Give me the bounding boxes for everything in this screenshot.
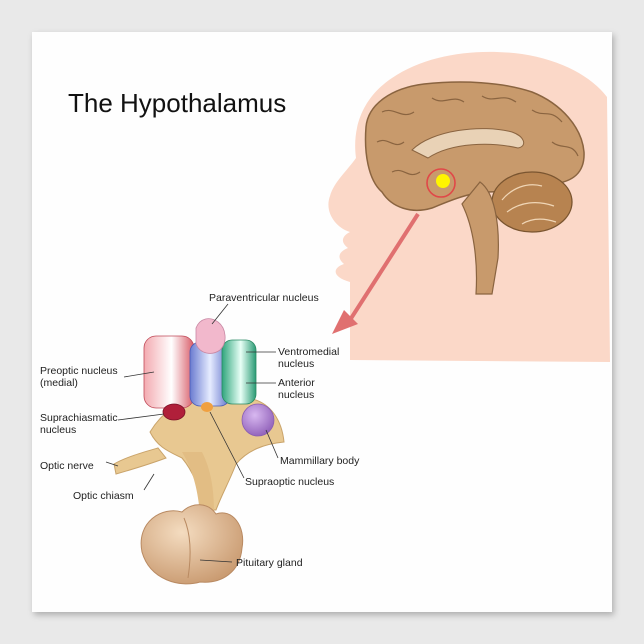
pituitary-lobe-line <box>183 517 191 579</box>
hypothalamus-diagram <box>105 51 610 585</box>
label-ventromedial-line1: Ventromedial <box>278 346 340 358</box>
page-title: The Hypothalamus <box>68 88 287 118</box>
paraventricular-nucleus <box>195 318 226 354</box>
hypothalamus-circle <box>426 168 456 198</box>
supraoptic-nucleus <box>201 402 213 412</box>
brain-folds <box>376 95 579 176</box>
label-ventromedial: Ventromedial nucleus <box>278 346 339 370</box>
optic-nerve <box>113 447 167 475</box>
infundibulum <box>182 452 214 514</box>
preoptic-nucleus <box>143 335 195 409</box>
cerebellum-folds <box>501 184 557 225</box>
label-paraventricular: Paraventricular nucleus <box>209 292 319 304</box>
label-pituitary: Pituitary gland <box>236 557 303 569</box>
label-preoptic-line1: Preoptic nucleus <box>40 365 118 377</box>
pituitary-gland <box>140 504 244 585</box>
mammillary-body <box>241 403 275 437</box>
label-anterior-line1: Anterior <box>278 377 315 389</box>
label-suprachiasmatic: Suprachiasmatic nucleus <box>40 412 118 436</box>
pointer-arrow-head <box>332 310 358 334</box>
brainstem <box>461 181 499 295</box>
label-optic-chiasm: Optic chiasm <box>73 490 134 502</box>
ventromedial-nucleus <box>221 339 257 405</box>
corpus-callosum <box>411 128 525 159</box>
label-anterior-line2: nucleus <box>278 389 315 401</box>
cerebellum <box>491 171 573 233</box>
suprachiasmatic-nucleus <box>162 403 186 421</box>
hypothalamus-marker <box>436 174 450 188</box>
label-mammillary: Mammillary body <box>280 455 360 467</box>
label-anterior: Anterior nucleus <box>278 377 315 401</box>
label-suprachiasmatic-line1: Suprachiasmatic <box>40 412 118 424</box>
label-ventromedial-line2: nucleus <box>278 358 315 370</box>
pointer-arrow <box>348 212 420 322</box>
label-supraoptic: Supraoptic nucleus <box>245 476 335 488</box>
label-suprachiasmatic-line2: nucleus <box>40 424 77 436</box>
label-optic-nerve: Optic nerve <box>40 460 94 472</box>
poster: The Hypothalamus Paraventricular nucleus… <box>32 32 612 612</box>
label-preoptic-line2: (medial) <box>40 377 78 389</box>
label-preoptic: Preoptic nucleus (medial) <box>40 365 118 389</box>
leader-lines <box>105 303 279 563</box>
